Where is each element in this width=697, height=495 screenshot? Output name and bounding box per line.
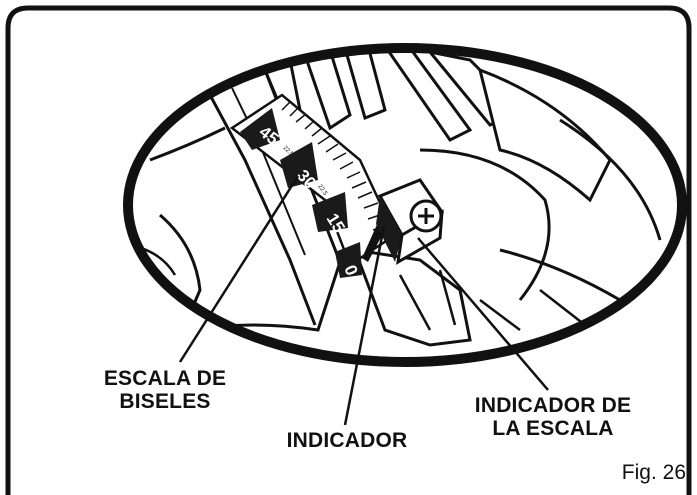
callout-scale-indicator-line2: LA ESCALA (492, 417, 614, 440)
leader-scale-indicator (417, 237, 549, 391)
callout-bevel-scale-line1: ESCALA DE (103, 367, 227, 390)
figure-frame (5, 5, 692, 495)
leader-bevel-scale (178, 175, 300, 363)
figure-label: Fig. 26 (621, 461, 686, 484)
callout-bevel-scale-line2: BISELES (119, 390, 211, 413)
callout-scale-indicator: INDICADOR DE LA ESCALA (458, 394, 648, 440)
leader-indicator (343, 225, 386, 426)
magnified-view: 45 30 15 0 22.5 22.5 (128, 48, 682, 362)
scale-mark-22-5-b: 22.5 (316, 184, 328, 198)
callout-bevel-scale: ESCALA DE BISELES (95, 367, 235, 413)
magnifier-ring (123, 43, 687, 367)
callout-scale-indicator-line1: INDICADOR DE (474, 394, 632, 417)
callout-indicator: INDICADOR (286, 429, 408, 452)
scale-indicator-block (376, 178, 445, 265)
